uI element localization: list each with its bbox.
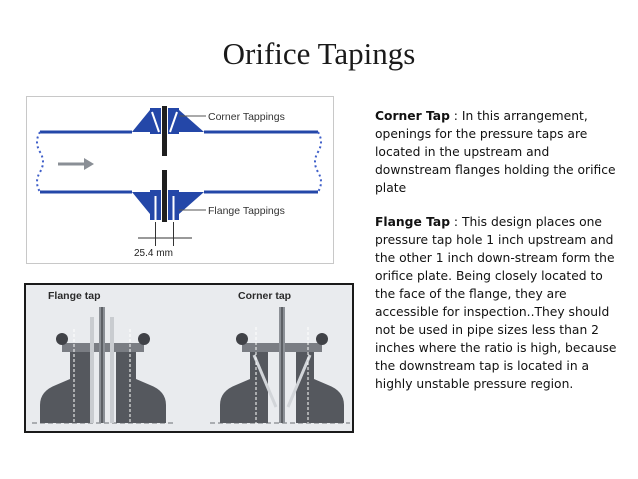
flow-arrow-icon <box>58 158 94 170</box>
flange-tap-term: Flange Tap <box>375 215 450 229</box>
tap-comparison-diagram: Flange tap Corner tap <box>24 283 354 433</box>
flange-lower-left-taper <box>132 192 150 214</box>
tappings-diagram: Corner Tappings Flange Tappings 25.4 mm <box>26 96 334 264</box>
label-corner-tap: Corner tap <box>238 290 291 302</box>
orifice-plate-upper <box>162 106 167 156</box>
corner-tap-right <box>169 111 178 133</box>
pipe-break-left <box>36 131 44 193</box>
flange-tap-assembly <box>32 307 174 424</box>
slide-title: Orifice Tapings <box>222 36 416 71</box>
orifice-plate-lower <box>162 170 167 222</box>
flange-tap-paragraph: Flange Tap : This design places one pres… <box>375 213 625 393</box>
label-flange-tappings: Flange Tappings <box>208 205 285 217</box>
corner-tap-assembly <box>210 307 350 424</box>
dimension-label: 25.4 mm <box>134 248 173 259</box>
flange-lower-right-taper <box>179 192 204 214</box>
label-corner-tappings: Corner Tappings <box>208 111 285 123</box>
label-flange-tap: Flange tap <box>48 290 101 302</box>
pipe-break-right <box>314 131 322 193</box>
description-column: Corner Tap : In this arrangement, openin… <box>375 107 625 409</box>
corner-tap-paragraph: Corner Tap : In this arrangement, openin… <box>375 107 625 197</box>
flange-tap-description: : This design places one pressure tap ho… <box>375 215 617 391</box>
corner-tap-left <box>151 111 160 133</box>
flange-upper-left-taper <box>132 110 150 132</box>
corner-tap-term: Corner Tap <box>375 109 450 123</box>
corner-tap-description: : In this arrangement, openings for the … <box>375 109 616 195</box>
